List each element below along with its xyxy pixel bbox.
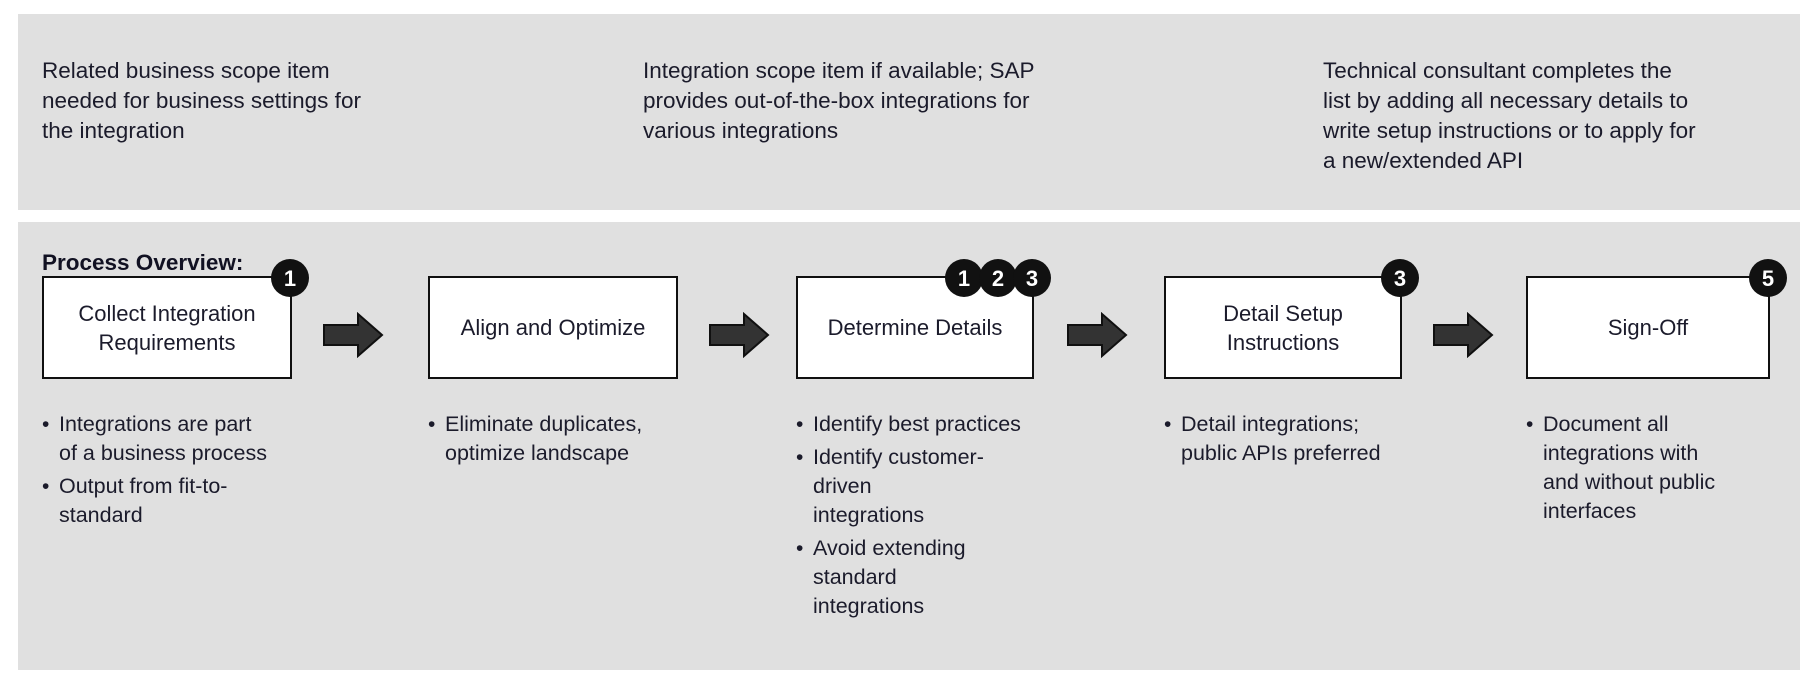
process-step-collect-integration-requirements: Collect Integration Requirements 1 Integ… xyxy=(42,259,309,534)
process-step-detail-setup-instructions: Detail Setup Instructions 3 Detail integ… xyxy=(1164,259,1419,472)
step-label: Detail Setup Instructions xyxy=(1223,300,1343,355)
list-item: Identify best practices xyxy=(796,410,1034,439)
list-item: Document all integrations with and witho… xyxy=(1526,410,1770,526)
badge-number: 3 xyxy=(1381,259,1419,297)
list-item: Eliminate duplicates, optimize landscape xyxy=(428,410,678,468)
notes-panel: Related business scope item needed for b… xyxy=(18,14,1800,210)
note-business-scope: Related business scope item needed for b… xyxy=(42,58,361,143)
flow-arrow-icon xyxy=(322,312,384,358)
process-step-determine-details: Determine Details 1 2 3 Identify best pr… xyxy=(796,259,1051,625)
process-step-align-and-optimize: Align and Optimize Eliminate duplicates,… xyxy=(428,276,678,472)
step-box[interactable]: Determine Details 1 2 3 xyxy=(796,259,1051,379)
process-step-sign-off: Sign-Off 5 Document all integrations wit… xyxy=(1526,259,1787,530)
note-integration-scope: Integration scope item if available; SAP… xyxy=(643,58,1035,143)
list-item: Output from fit-to- standard xyxy=(42,472,292,530)
step-bullet-list: Detail integrations; public APIs preferr… xyxy=(1164,410,1402,468)
process-flow: Collect Integration Requirements 1 Integ… xyxy=(18,259,1800,656)
list-item: Avoid extending standard integrations xyxy=(796,534,1034,621)
step-bullet-list: Document all integrations with and witho… xyxy=(1526,410,1770,526)
step-box[interactable]: Align and Optimize xyxy=(428,276,678,379)
flow-arrow-icon xyxy=(708,312,770,358)
step-badges: 1 xyxy=(271,259,309,297)
step-box[interactable]: Collect Integration Requirements 1 xyxy=(42,259,309,379)
notes-row: Related business scope item needed for b… xyxy=(18,14,1800,210)
step-bullet-list: Eliminate duplicates, optimize landscape xyxy=(428,410,678,468)
step-badges: 3 xyxy=(1381,259,1419,297)
badge-number: 5 xyxy=(1749,259,1787,297)
step-label: Collect Integration Requirements xyxy=(78,300,256,355)
step-badges: 5 xyxy=(1749,259,1787,297)
badge-number: 1 xyxy=(271,259,309,297)
list-item: Identify customer-driven integrations xyxy=(796,443,1034,530)
flow-arrow-icon xyxy=(1432,312,1494,358)
step-label: Align and Optimize xyxy=(460,315,646,340)
step-label: Determine Details xyxy=(827,315,1003,340)
step-bullet-list: Integrations are part of a business proc… xyxy=(42,410,292,530)
flow-arrow-icon xyxy=(1066,312,1128,358)
badge-number: 3 xyxy=(1013,259,1051,297)
note-technical-consultant: Technical consultant completes the list … xyxy=(1323,58,1696,173)
list-item: Detail integrations; public APIs preferr… xyxy=(1164,410,1402,468)
step-box[interactable]: Detail Setup Instructions 3 xyxy=(1164,259,1419,379)
process-panel: Process Overview: Collect Integration Re… xyxy=(18,222,1800,670)
step-label: Sign-Off xyxy=(1607,315,1689,340)
process-overview-title: Process Overview: xyxy=(42,250,244,275)
step-box[interactable]: Sign-Off 5 xyxy=(1526,259,1787,379)
step-bullet-list: Identify best practices Identify custome… xyxy=(796,410,1034,621)
badge-number: 2 xyxy=(979,259,1017,297)
badge-number: 1 xyxy=(945,259,983,297)
step-badges: 1 2 3 xyxy=(945,259,1051,297)
list-item: Integrations are part of a business proc… xyxy=(42,410,292,468)
